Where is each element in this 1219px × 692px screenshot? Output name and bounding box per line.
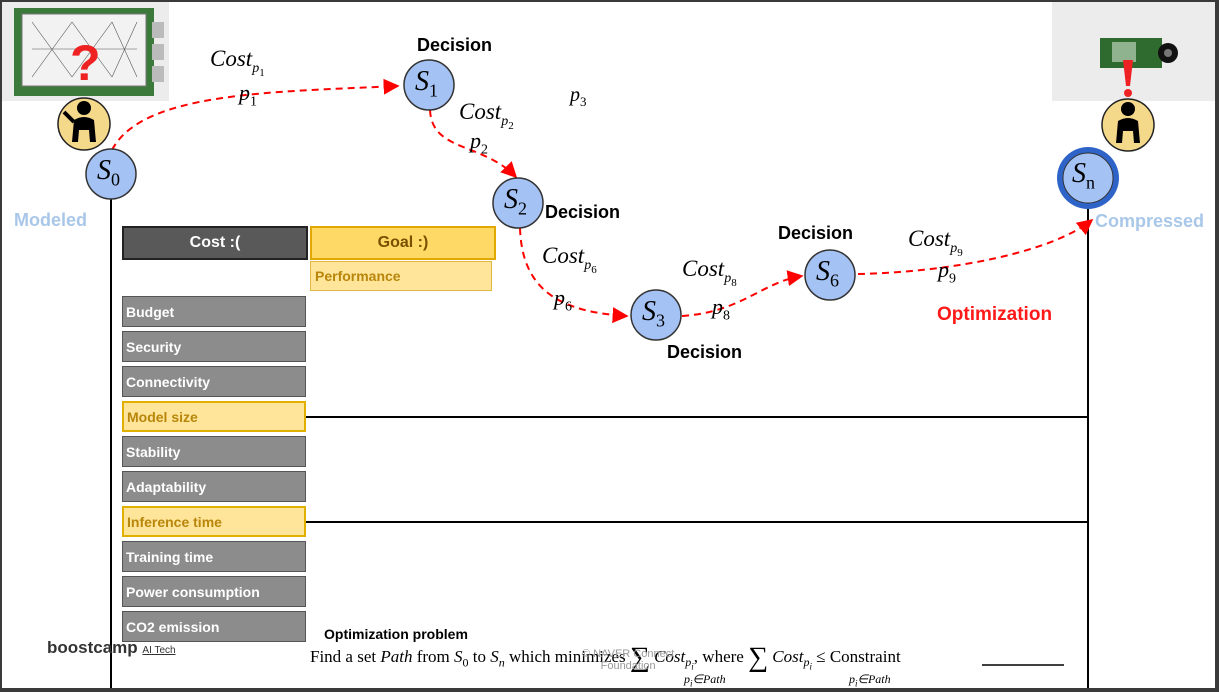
- cost-item: Connectivity: [122, 366, 306, 397]
- edge-s2-s3: [519, 227, 629, 324]
- state-s6-label: S6: [816, 256, 839, 291]
- state-sn-node: [1062, 152, 1114, 204]
- sum-subscript-1: pi∈Path: [684, 672, 726, 688]
- decision-label-s3: Decision: [667, 342, 743, 362]
- state-s6-node: [804, 249, 856, 301]
- person-idea-icon: [1101, 98, 1155, 152]
- cost-item: Adaptability: [122, 471, 306, 502]
- state-s1-label: S1: [415, 66, 438, 101]
- state-s2-label: S2: [504, 184, 527, 219]
- cost-item: Inference time: [122, 506, 306, 537]
- edge-p3: p3: [570, 84, 587, 109]
- cost-item: Stability: [122, 436, 306, 467]
- edge-cost-p8: Costp8: [682, 256, 737, 289]
- state-s0-node: [85, 148, 137, 200]
- edge-p6: p6: [554, 285, 572, 315]
- edge-s0-s1: [111, 78, 400, 151]
- cost-item: Power consumption: [122, 576, 306, 607]
- edge-s3-s6: [681, 270, 804, 317]
- svg-text:?: ?: [70, 35, 101, 91]
- edge-cost-p9: Costp9: [908, 226, 963, 259]
- edge-s1-s2: [429, 109, 518, 179]
- cost-item: Training time: [122, 541, 306, 572]
- decision-label-s2: Decision: [545, 202, 621, 222]
- cost-item: Budget: [122, 296, 306, 327]
- cost-item: Security: [122, 331, 306, 362]
- goal-item-performance: Performance: [310, 261, 492, 291]
- modeled-label: Modeled: [14, 210, 88, 230]
- state-s0-label: S0: [97, 155, 120, 190]
- cost-item: CO2 emission: [122, 611, 306, 642]
- edge-cost-p6: Costp6: [542, 243, 597, 276]
- decision-label-s1: Decision: [417, 35, 493, 55]
- compressed-label: Compressed: [1095, 211, 1205, 231]
- problem-title: Optimization problem: [324, 626, 468, 642]
- edge-p8: p8: [712, 294, 730, 324]
- boostcamp-logo: boostcamp AI Tech: [47, 638, 176, 657]
- state-s1-node: [403, 59, 455, 111]
- person-confused-icon: [57, 97, 111, 151]
- problem-formula: Find a set Path from S0 to Sn which mini…: [310, 642, 901, 673]
- large-board-photo: [2, 2, 169, 101]
- state-s2-node: [492, 177, 544, 229]
- goal-header: Goal :): [310, 226, 496, 260]
- sum-subscript-2: pi∈Path: [849, 672, 891, 688]
- small-board-photo: [1052, 2, 1215, 101]
- state-sn-label: Sn: [1072, 158, 1095, 193]
- question-mark-icon: ?: [70, 35, 101, 91]
- optimization-label: Optimization: [937, 304, 1053, 325]
- decision-label-s6: Decision: [778, 223, 854, 243]
- edge-p1: p1: [239, 80, 257, 110]
- edge-s6-sn: [857, 219, 1094, 275]
- state-s3-label: S3: [642, 296, 665, 331]
- edge-p2: p2: [470, 128, 488, 158]
- edge-cost-p2: Costp2: [459, 99, 514, 132]
- cost-item: Model size: [122, 401, 306, 432]
- cost-header: Cost :(: [122, 226, 308, 260]
- edge-cost-p1: Costp1: [210, 46, 265, 79]
- state-s3-node: [630, 289, 682, 341]
- edge-p9: p9: [938, 257, 956, 287]
- exclamation-mark-icon: [1123, 60, 1133, 97]
